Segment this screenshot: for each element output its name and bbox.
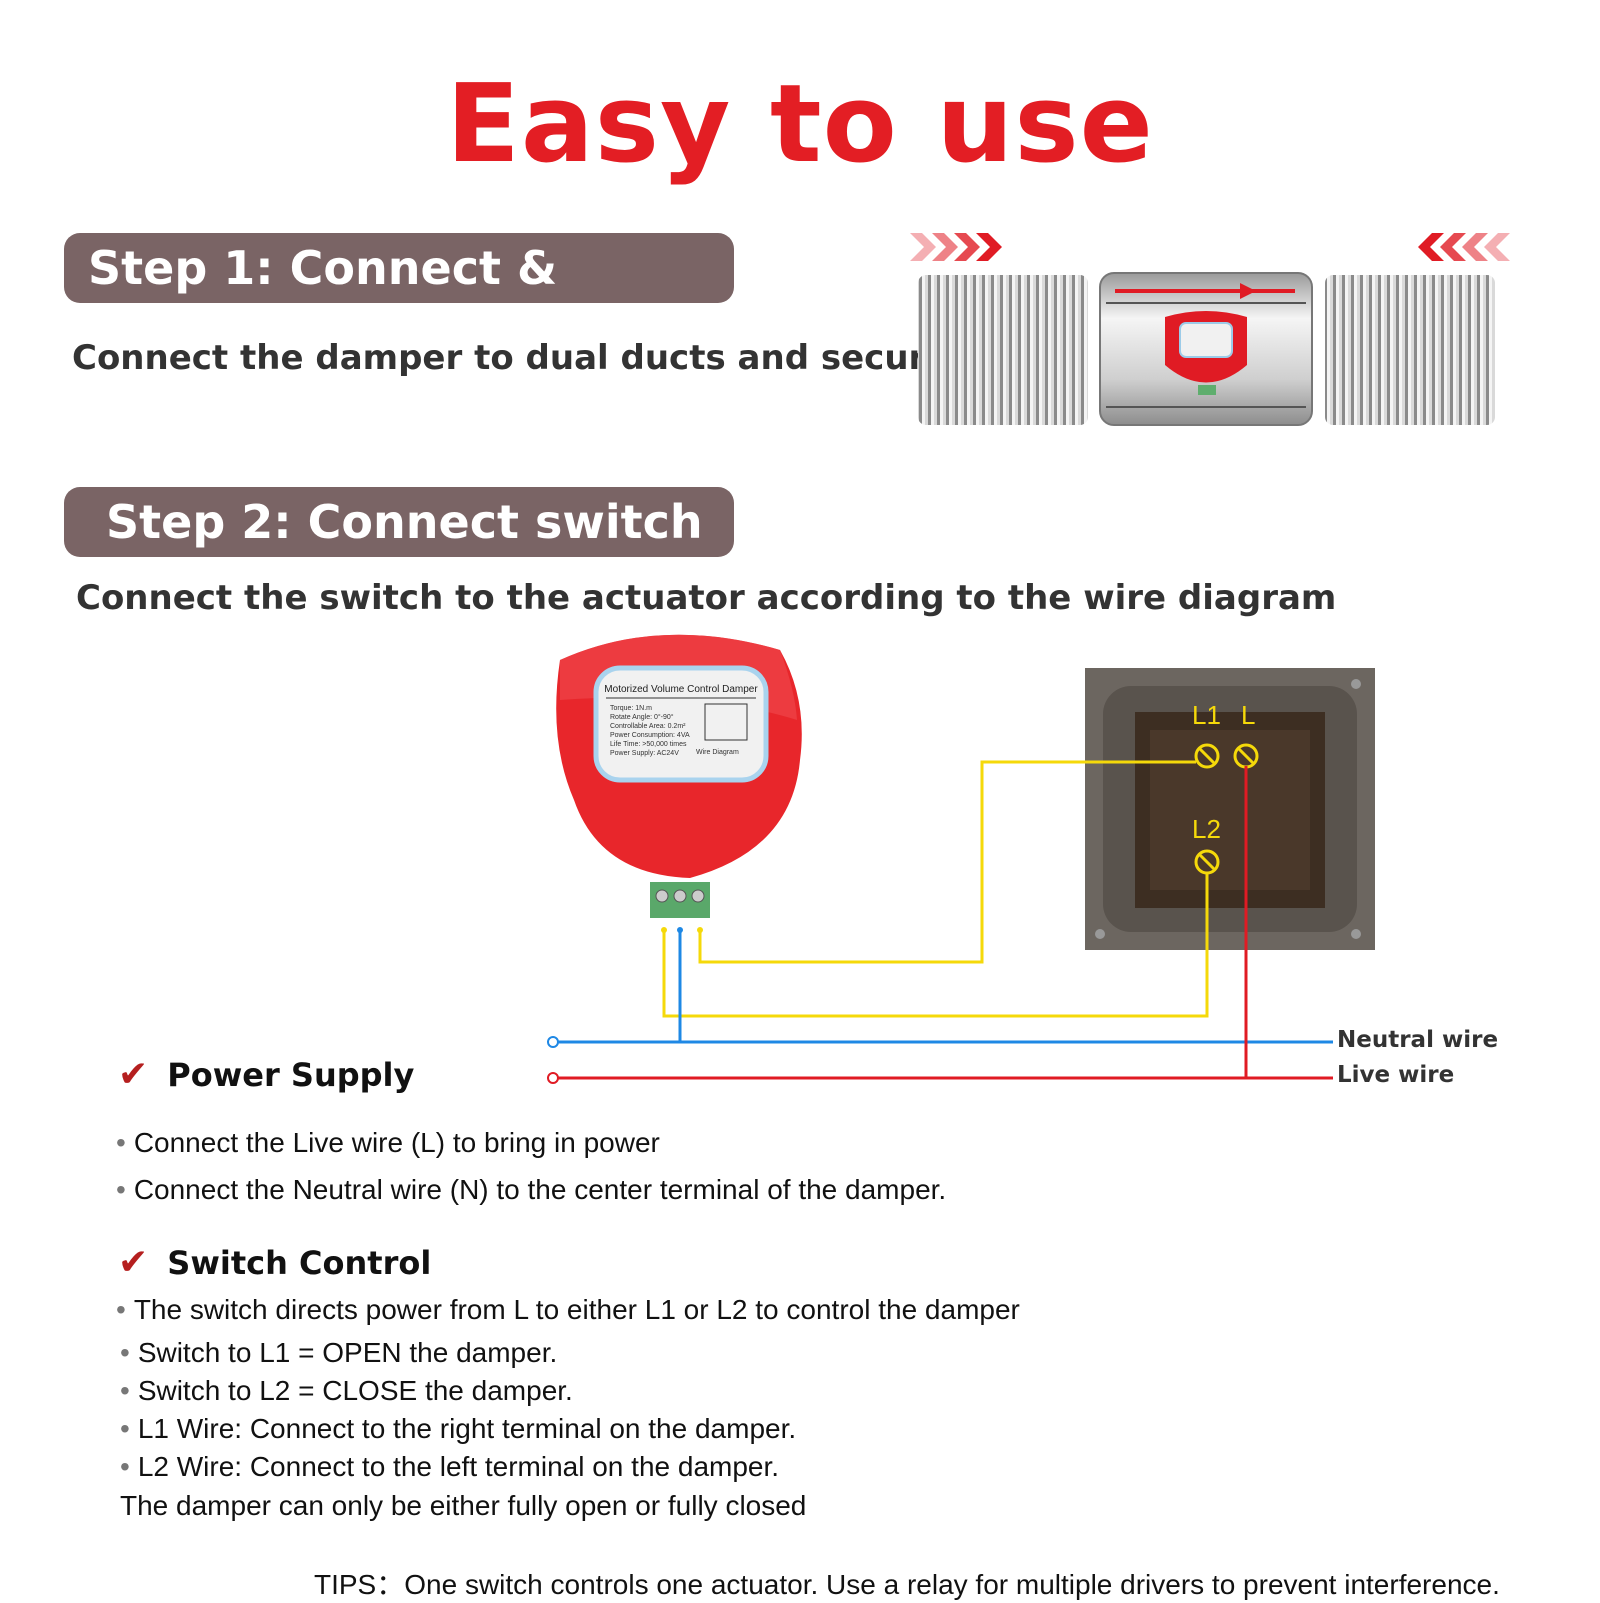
list-item: •The switch directs power from L to eith… (116, 1294, 1020, 1325)
step2-heading: Step 2: Connect switch (64, 487, 734, 557)
checkmark-icon: ✔ (118, 1054, 149, 1095)
list-item: •L2 Wire: Connect to the left terminal o… (120, 1451, 780, 1482)
checkmark-icon: ✔ (118, 1242, 149, 1283)
neutral-wire-label: Neutral wire (1337, 1027, 1499, 1053)
power-supply-heading: Power Supply (167, 1056, 415, 1094)
actuator-spec: Torque: 1N.m (610, 705, 652, 712)
step1-heading: Step 1: Connect & Secure (64, 233, 734, 365)
l1-wire (698, 760, 1196, 964)
terminal-l1-label: L1 (1192, 700, 1221, 730)
terminal-l1-screw (1194, 743, 1220, 769)
actuator-spec: Power Supply: AC24V (610, 750, 679, 757)
actuator-spec: Controllable Area: 0.2m² (610, 723, 686, 730)
step1-description: Connect the damper to dual ducts and sec… (72, 338, 989, 378)
switch-control-section: ✔ Switch Control (118, 1242, 431, 1283)
tips-text: One switch controls one actuator. Use a … (404, 1569, 1500, 1600)
actuator-label-title: Motorized Volume Control Damper (604, 684, 758, 695)
neutral-terminal-icon (547, 1036, 559, 1048)
l2-wire (662, 872, 1209, 1018)
actuator-spec: Power Consumption: 4VA (610, 732, 690, 739)
switch-control-heading: Switch Control (167, 1244, 432, 1282)
page-title: Easy to use (446, 62, 1154, 187)
right-airflow-arrows-icon (1418, 233, 1510, 261)
switch-control-note: The damper can only be either fully open… (120, 1490, 807, 1521)
list-item: •Switch to L2 = CLOSE the damper. (120, 1375, 573, 1406)
list-item: •L1 Wire: Connect to the right terminal … (120, 1413, 797, 1444)
wiring-diagram: Motorized Volume Control Damper Torque: … (547, 634, 1375, 1084)
live-terminal-icon (547, 1072, 559, 1084)
right-duct (1325, 275, 1495, 425)
power-supply-section: ✔ Power Supply (118, 1054, 414, 1095)
terminal-l2-label: L2 (1192, 814, 1221, 844)
actuator-spec: Life Time: >50,000 times (610, 741, 687, 748)
actuator-spec: Rotate Angle: 0°-90° (610, 713, 674, 721)
duct-damper-illustration (910, 233, 1510, 426)
tips-prefix: TIPS： (314, 1569, 405, 1600)
list-item: •Connect the Neutral wire (N) to the cen… (116, 1174, 947, 1205)
left-airflow-arrows-icon (910, 233, 1002, 261)
left-duct (918, 275, 1088, 425)
actuator-label-plate (593, 665, 769, 783)
tips-line: TIPS：One switch controls one actuator. U… (314, 1563, 1500, 1603)
actuator-device: Motorized Volume Control Damper Torque: … (556, 634, 802, 918)
actuator-wire-diagram-label: Wire Diagram (696, 749, 739, 756)
list-item: •Connect the Live wire (L) to bring in p… (116, 1127, 660, 1158)
list-item: •Switch to L1 = OPEN the damper. (120, 1337, 558, 1368)
step2-description: Connect the switch to the actuator accor… (76, 578, 1337, 618)
terminal-l-label: L (1241, 700, 1255, 730)
wall-switch: L1 L L2 (1085, 668, 1375, 950)
live-wire-label: Live wire (1337, 1062, 1455, 1088)
